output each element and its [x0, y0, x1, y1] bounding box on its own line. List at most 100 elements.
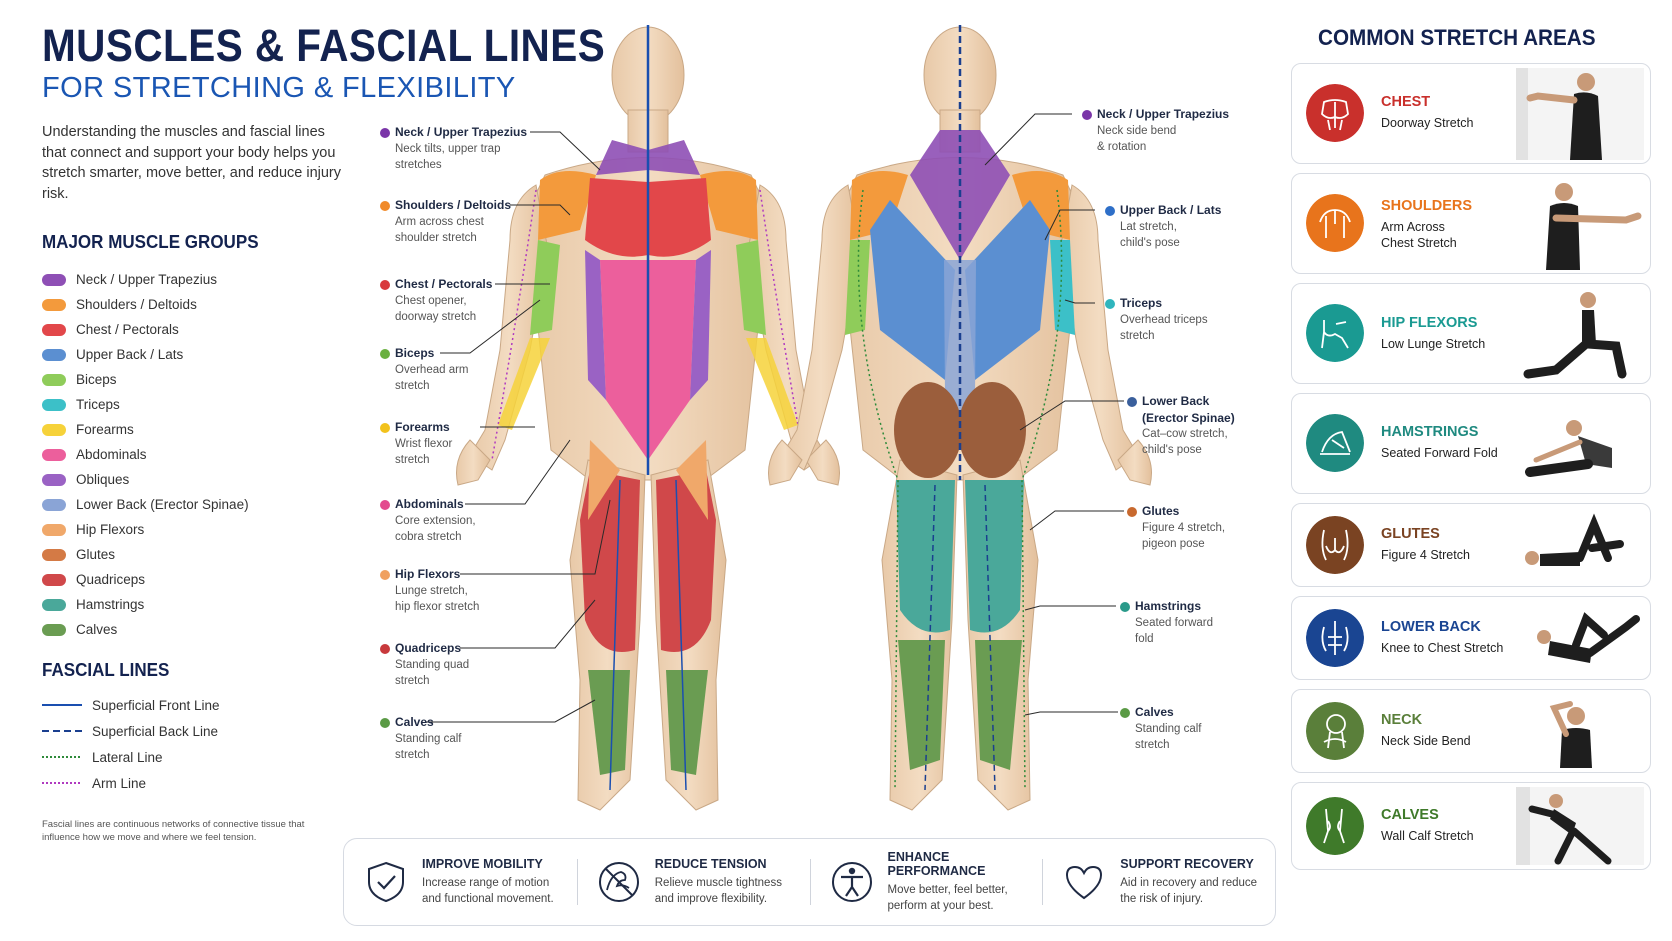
stretch-card-neck: NECK Neck Side Bend	[1291, 689, 1651, 773]
person-icon	[831, 862, 872, 902]
major-groups-heading: MAJOR MUSCLE GROUPS	[42, 231, 259, 252]
legend-item: Obliques	[42, 467, 249, 492]
legend-swatch	[42, 373, 66, 386]
lower-back-stretch-photo	[1537, 612, 1640, 663]
legend-label: Triceps	[76, 397, 120, 412]
legend-swatch	[42, 473, 66, 486]
neck-stretch-photo	[1549, 701, 1592, 768]
legend-swatch	[42, 598, 66, 611]
legend-label: Neck / Upper Trapezius	[76, 272, 218, 287]
hip-flexor-stretch-photo	[1523, 292, 1627, 379]
legend-label: Hip Flexors	[76, 522, 145, 537]
fascial-legend-item: Lateral Line	[42, 744, 220, 770]
legend-label: Upper Back / Lats	[76, 347, 184, 362]
calves-icon	[1306, 797, 1364, 855]
legend-item: Lower Back (Erector Spinae)	[42, 492, 249, 517]
stretch-card-chest: CHEST Doorway Stretch	[1291, 63, 1651, 164]
legend-item: Triceps	[42, 392, 249, 417]
glutes-icon	[1306, 516, 1364, 574]
legend-label: Quadriceps	[76, 572, 146, 587]
legend-item: Hamstrings	[42, 592, 249, 617]
legend-label: Obliques	[76, 472, 130, 487]
legend-label: Chest / Pectorals	[76, 322, 179, 337]
legend-swatch	[42, 423, 66, 436]
legend-swatch	[42, 573, 66, 586]
front-body-figure	[456, 25, 840, 811]
legend-item: Chest / Pectorals	[42, 317, 249, 342]
stretch-card-lower-back: LOWER BACK Knee to Chest Stretch	[1291, 596, 1651, 680]
legend-swatch	[42, 623, 66, 636]
legend-item: Upper Back / Lats	[42, 342, 249, 367]
page-subtitle: FOR STRETCHING & FLEXIBILITY	[42, 72, 516, 104]
fascial-line-swatch	[42, 730, 82, 732]
fascial-line-label: Arm Line	[92, 775, 147, 791]
hip-icon	[1306, 304, 1364, 362]
legend-swatch	[42, 298, 66, 311]
chest-stretch-photo	[1516, 68, 1644, 160]
legend-swatch	[42, 398, 66, 411]
fascial-legend-item: Arm Line	[42, 770, 220, 796]
legend-item: Abdominals	[42, 442, 249, 467]
legend-label: Hamstrings	[76, 597, 145, 612]
legend-swatch	[42, 498, 66, 511]
back-callout-lower-back: Lower Back(Erector Spinae)Cat–cow stretc…	[1127, 393, 1235, 458]
stretch-card-shoulders: SHOULDERS Arm Across Chest Stretch	[1291, 173, 1651, 274]
body-diagrams	[425, 25, 1152, 811]
shield-check-icon	[368, 861, 404, 903]
stretch-card-hip-flexors: HIP FLEXORS Low Lunge Stretch	[1291, 283, 1651, 384]
legend-item: Biceps	[42, 367, 249, 392]
hamstring-stretch-photo	[1525, 420, 1612, 477]
legend-label: Shoulders / Deltoids	[76, 297, 197, 312]
intro-text: Understanding the muscles and fascial li…	[42, 124, 341, 202]
fascial-line-label: Superficial Front Line	[92, 697, 220, 713]
legend-item: Neck / Upper Trapezius	[42, 267, 249, 292]
legend-swatch	[42, 348, 66, 361]
hamstring-icon	[1306, 414, 1364, 472]
legend-swatch	[42, 273, 66, 286]
calves-stretch-photo	[1516, 787, 1644, 865]
muscle-icon	[598, 862, 639, 902]
fascial-line-swatch	[42, 704, 82, 706]
page-title: MUSCLES & FASCIAL LINES	[42, 20, 606, 71]
back-body-figure	[768, 25, 1152, 811]
legend-item: Hip Flexors	[42, 517, 249, 542]
fascial-legend-item: Superficial Front Line	[42, 692, 220, 718]
fascial-line-label: Lateral Line	[92, 749, 163, 765]
legend-label: Glutes	[76, 547, 116, 562]
legend-label: Abdominals	[76, 447, 147, 462]
fascial-line-swatch	[42, 756, 82, 758]
glutes-stretch-photo	[1525, 513, 1624, 566]
legend-item: Quadriceps	[42, 567, 249, 592]
legend-item: Glutes	[42, 542, 249, 567]
stretch-card-calves: CALVES Wall Calf Stretch	[1291, 782, 1651, 870]
fascial-line-label: Superficial Back Line	[92, 723, 219, 739]
fascial-legend-item: Superficial Back Line	[42, 718, 220, 744]
heart-icon	[1066, 865, 1103, 900]
legend-label: Calves	[76, 622, 118, 637]
callout-leader-lines	[425, 113, 1124, 723]
legend-swatch	[42, 448, 66, 461]
lower-back-icon	[1306, 609, 1364, 667]
legend-label: Lower Back (Erector Spinae)	[76, 497, 249, 512]
shoulders-stretch-photo	[1546, 183, 1642, 270]
fascial-line-swatch	[42, 782, 82, 784]
